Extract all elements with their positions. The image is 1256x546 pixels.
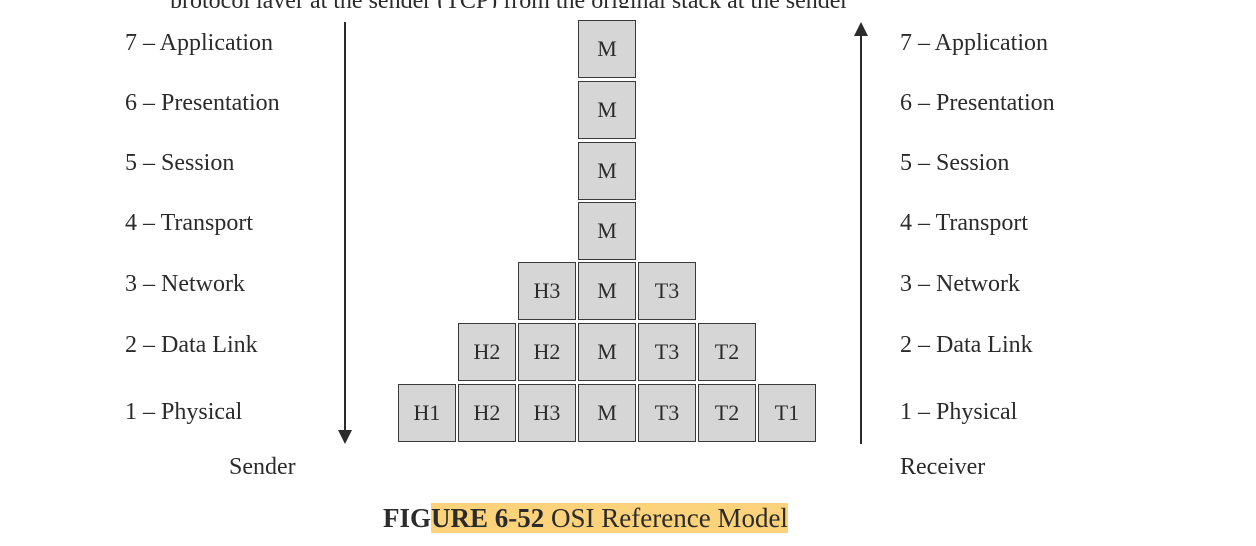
stack-cell: T3 — [638, 384, 696, 442]
figure-caption-highlight: URE 6-52 OSI Reference Model — [431, 503, 788, 533]
sender-layer-7: 7 – Application — [125, 30, 273, 56]
stack-cell: M — [578, 20, 636, 78]
stack-cell: T3 — [638, 262, 696, 320]
sender-layer-1: 1 – Physical — [125, 399, 243, 425]
clipped-heading-text: protocol layer at the sender (TCP) from … — [170, 0, 848, 8]
stack-cell: M — [578, 81, 636, 139]
figure-number-prefix: FIG — [383, 503, 432, 533]
sender-layer-5: 5 – Session — [125, 150, 235, 176]
stack-cell: T2 — [698, 323, 756, 381]
stack-cell: M — [578, 323, 636, 381]
stack-cell: H2 — [458, 323, 516, 381]
stack-cell: H2 — [458, 384, 516, 442]
stack-cell: H1 — [398, 384, 456, 442]
stack-cell: H2 — [518, 323, 576, 381]
receiver-up-arrow — [854, 22, 868, 444]
stack-cell: M — [578, 262, 636, 320]
sender-layer-3: 3 – Network — [125, 271, 245, 297]
stack-cell: T2 — [698, 384, 756, 442]
stack-cell: M — [578, 202, 636, 260]
sender-down-arrow — [338, 22, 352, 444]
receiver-layer-4: 4 – Transport — [900, 210, 1029, 236]
receiver-layer-1: 1 – Physical — [900, 399, 1018, 425]
figure-number-highlight: URE 6-52 — [431, 503, 545, 533]
stack-cell: T1 — [758, 384, 816, 442]
stack-cell: M — [578, 384, 636, 442]
stack-cell: T3 — [638, 323, 696, 381]
receiver-layer-3: 3 – Network — [900, 271, 1020, 297]
figure-caption: FIGURE 6-52 OSI Reference Model — [383, 498, 788, 538]
stack-cell: H3 — [518, 262, 576, 320]
sender-layer-4: 4 – Transport — [125, 210, 254, 236]
receiver-layer-5: 5 – Session — [900, 150, 1010, 176]
receiver-layer-7: 7 – Application — [900, 30, 1048, 56]
stack-cell: H3 — [518, 384, 576, 442]
receiver-layer-6: 6 – Presentation — [900, 90, 1055, 116]
figure-title: OSI Reference Model — [544, 503, 788, 533]
receiver-title: Receiver — [900, 454, 986, 480]
sender-layer-2: 2 – Data Link — [125, 332, 258, 358]
stack-cell: M — [578, 142, 636, 200]
receiver-layer-2: 2 – Data Link — [900, 332, 1033, 358]
sender-layer-6: 6 – Presentation — [125, 90, 280, 116]
clipped-heading-line: protocol layer at the sender (TCP) from … — [0, 0, 1256, 8]
sender-title: Sender — [229, 454, 296, 480]
